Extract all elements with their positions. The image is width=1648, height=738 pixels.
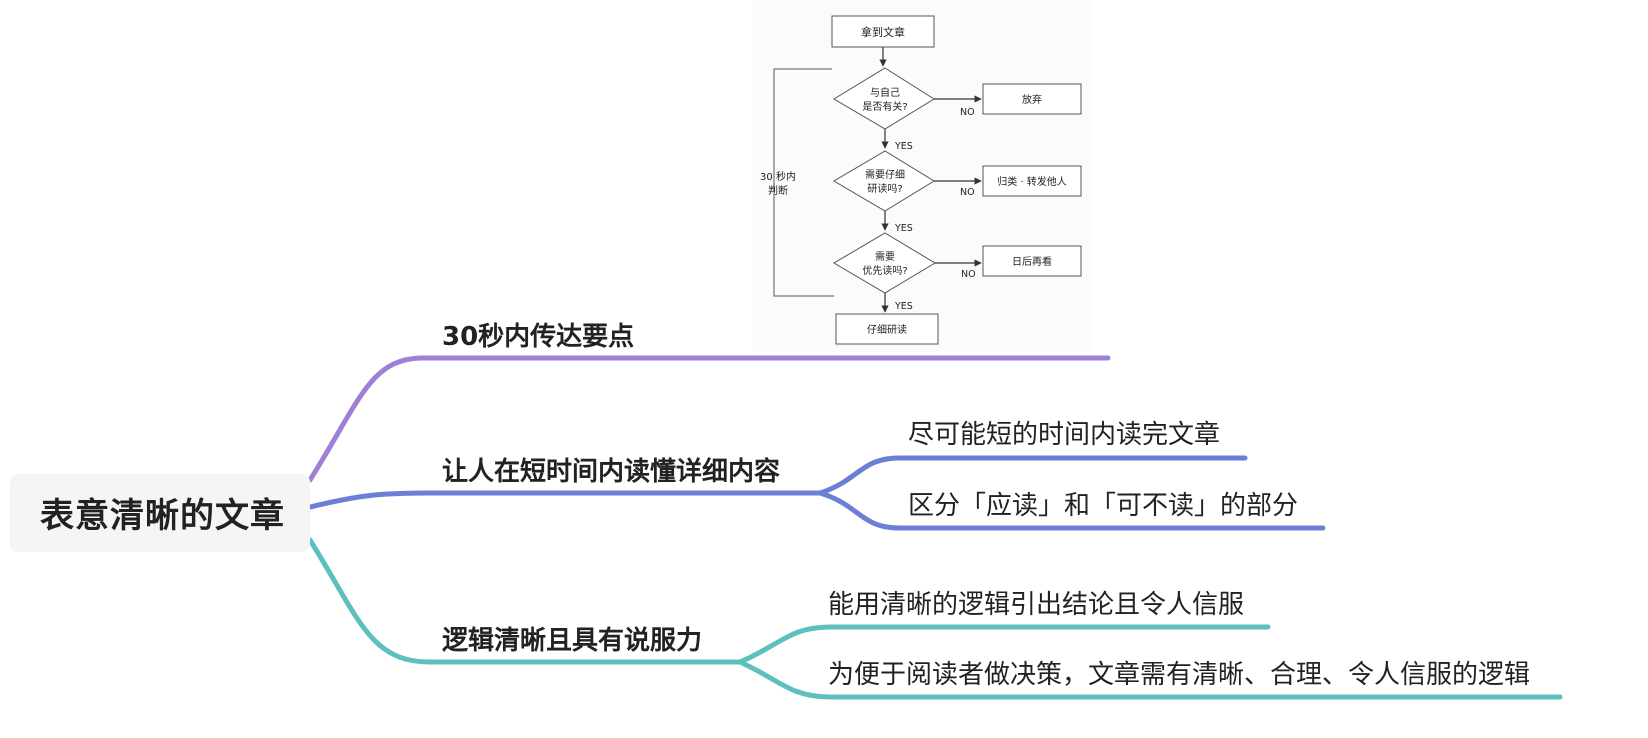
flow-side-bracket: [773, 68, 834, 297]
flow-no-label-3: NO: [961, 269, 976, 280]
flow-side-label-line-2: 判断: [768, 184, 788, 197]
branch-connector-30s: [307, 355, 1111, 483]
flowchart-svg: 拿到文章 与自己 是否有关? NO 放弃 YES 需要仔细 研读吗? NO 归类…: [760, 15, 1082, 345]
flowchart-image: 拿到文章 与自己 是否有关? NO 放弃 YES 需要仔细 研读吗? NO 归类…: [752, 0, 1092, 352]
flow-end-box: [835, 313, 939, 345]
flow-decision-2-line-1: 需要仔细: [865, 168, 905, 181]
flow-decision-3-line-2: 优先读吗?: [862, 264, 907, 277]
flow-result-3-box: [982, 245, 1082, 277]
leaf-connector-conclusion: [737, 624, 1271, 665]
flow-decision-3: [833, 232, 936, 294]
flow-no-label-2: NO: [960, 187, 975, 198]
leaf-connector-distinguish: [817, 490, 1326, 531]
flow-yes-label-3: YES: [894, 301, 913, 312]
leaf-decision-label[interactable]: 为便于阅读者做决策，文章需有清晰、合理、令人信服的逻辑: [828, 660, 1531, 690]
branch-connector-quick-read: [307, 490, 823, 510]
branch-30s-label[interactable]: 30秒内传达要点: [442, 322, 635, 352]
flow-decision-2-line-2: 研读吗?: [867, 182, 902, 195]
leaf-distinguish-label[interactable]: 区分「应读」和「可不读」的部分: [908, 491, 1299, 521]
branch-logic-label[interactable]: 逻辑清晰且具有说服力: [442, 626, 703, 656]
flow-decision-1-line-2: 是否有关?: [862, 100, 907, 113]
flow-decision-2: [833, 150, 935, 212]
flow-result-2-text: 归类 · 转发他人: [997, 175, 1067, 188]
root-node-label: 表意清晰的文章: [40, 496, 285, 536]
leaf-conclusion-label[interactable]: 能用清晰的逻辑引出结论且令人信服: [828, 590, 1245, 620]
flow-start-box: [831, 15, 935, 48]
branch-quick-read-label[interactable]: 让人在短时间内读懂详细内容: [442, 457, 781, 487]
flow-decision-1-line-1: 与自己: [870, 86, 900, 99]
branch-connector-logic: [307, 537, 743, 665]
flow-decision-3-line-1: 需要: [875, 251, 895, 263]
flow-result-1-text: 放弃: [1022, 93, 1042, 106]
flow-end-text: 仔细研读: [867, 323, 907, 336]
flow-yes-label-1: YES: [894, 141, 913, 152]
flow-result-1-box: [982, 83, 1082, 115]
flow-yes-label-2: YES: [894, 223, 913, 234]
flow-no-label-1: NO: [960, 107, 975, 118]
leaf-connector-decision: [737, 659, 1563, 700]
leaf-read-fast-label[interactable]: 尽可能短的时间内读完文章: [908, 420, 1221, 450]
flow-side-label-line-1: 30 秒内: [760, 170, 796, 183]
root-node[interactable]: [10, 474, 310, 552]
flow-start-text: 拿到文章: [861, 25, 905, 39]
flow-result-2-box: [982, 165, 1082, 197]
leaf-connector-read-fast: [817, 455, 1248, 496]
flow-result-3-text: 日后再看: [1012, 255, 1052, 268]
